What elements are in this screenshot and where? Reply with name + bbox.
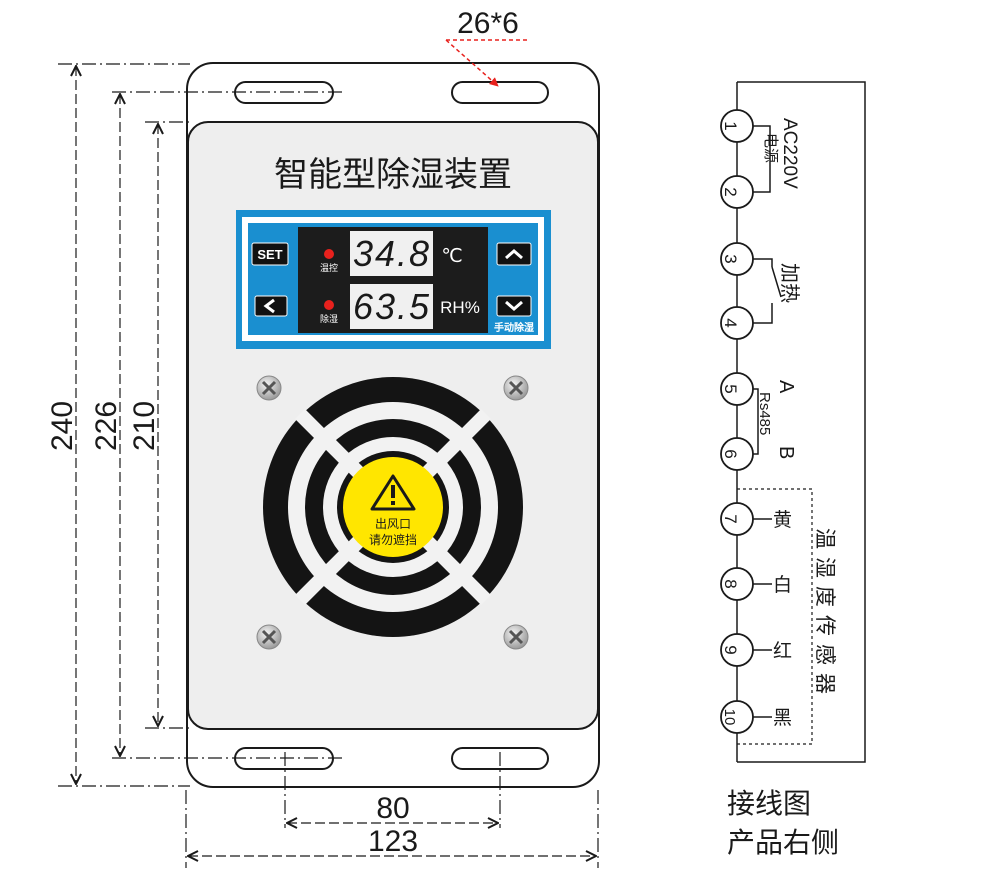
chevron-left-icon [263,298,275,314]
wire-black-label: 黑 [773,707,792,729]
dim-width-mount: 80 [376,792,409,825]
humidity-unit: RH% [440,298,480,317]
heater-label: 加热 [778,263,802,303]
dim-slot-size: 26*6 [457,7,519,40]
screw-icon [256,624,282,650]
manual-dehumid-label: 手动除湿 [494,321,534,334]
device-title: 智能型除湿装置 [274,155,512,195]
warning-sticker: 出风口 请勿遮挡 [343,457,443,557]
vent-label-1: 出风口 [375,517,411,531]
screws [256,375,529,650]
set-button-label: SET [257,247,282,262]
set-button[interactable]: SET [251,242,289,266]
dim-height-outer: 240 [46,401,79,451]
slot-size-leader [445,39,530,87]
dehumid-led [324,300,334,310]
rs485-b-label: B [775,446,797,459]
down-button[interactable] [496,295,532,317]
power-voltage: AC220V [779,118,800,189]
wire-yellow-label: 黄 [773,509,792,531]
screw-icon [256,375,282,401]
dim-width-outer: 123 [368,825,418,858]
screw-icon [503,624,529,650]
temperature-screen [350,231,433,276]
terminal-5: 5 [721,384,740,393]
left-button[interactable] [254,295,288,317]
terminal-2: 2 [721,187,740,196]
rs485-a-label: A [775,380,797,394]
terminal-10: 10 [721,709,738,726]
up-button[interactable] [496,242,532,266]
sensor-label: 温湿度传感器 [813,528,837,702]
wiring-caption-1: 接线图 [727,787,811,820]
terminal-1: 1 [721,121,740,130]
terminal-3: 3 [721,254,740,263]
slot-centerlines [112,91,501,828]
sensor-bracket [737,488,813,745]
dimension-lines [58,63,599,868]
vent-label-2: 请勿遮挡 [369,532,417,547]
slot-top-right [451,81,549,104]
warning-icon [370,474,416,511]
humidity-value: 63.5 [353,286,431,327]
wire-white-label: 白 [773,574,792,596]
terminal-9: 9 [721,645,740,654]
screw-icon [503,375,529,401]
dehumid-led-label: 除湿 [320,313,338,325]
wiring-lines [736,81,866,763]
wire-red-label: 红 [773,640,792,662]
power-label: 电源 [762,133,780,163]
chevron-up-icon [505,249,523,260]
terminal-7: 7 [721,514,740,523]
wiring-caption-2: 产品右侧 [727,826,839,859]
chevron-down-icon [505,300,523,311]
terminal-4: 4 [721,318,740,327]
temperature-value: 34.8 [353,233,431,274]
dim-height-middle: 226 [90,401,123,451]
dim-height-inner: 210 [128,401,161,451]
terminal-6: 6 [721,449,740,458]
terminal-8: 8 [721,579,740,588]
terminal-circles [720,109,754,734]
temp-led-label: 温控 [320,262,338,274]
humidity-screen [350,284,433,329]
temperature-unit: ℃ [441,245,462,267]
temp-led [324,249,334,259]
rs485-label: Rs485 [756,392,773,435]
